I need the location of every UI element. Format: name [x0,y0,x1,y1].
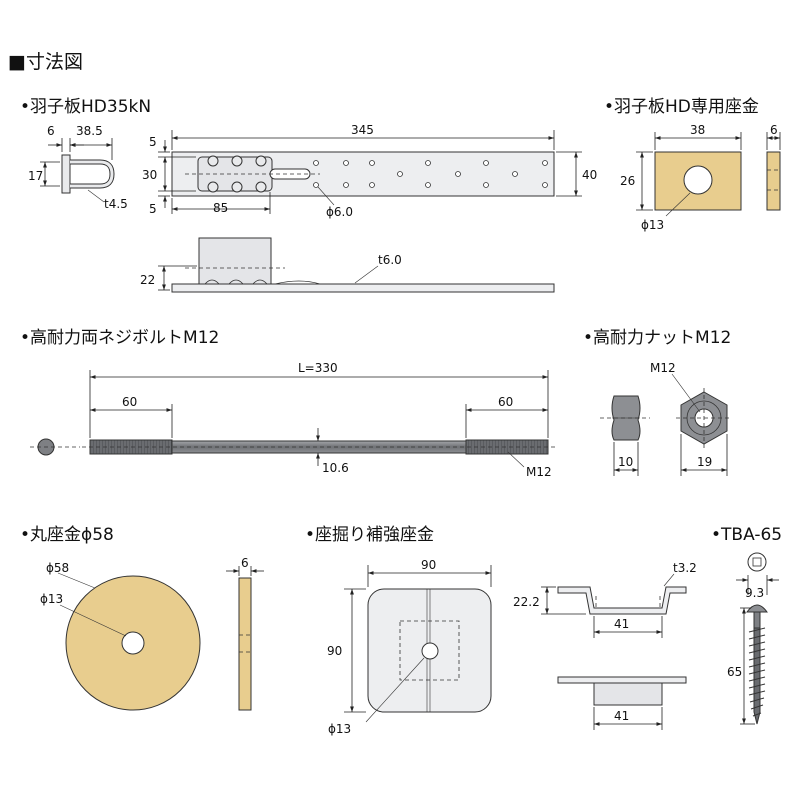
screw-title: •TBA-65 [711,525,782,545]
reinforce-inner-bottom: 41 [614,709,629,723]
round-washer-hole-label: ϕ13 [40,592,63,606]
reinforce-t: t3.2 [673,561,697,575]
screw-len: 65 [727,665,742,679]
washer-hd-section: •羽子板HD専用座金 38 6 26 ϕ13 [604,97,781,232]
hanegoita-top-view: 345 5 30 5 85 ϕ6.0 40 [142,123,597,219]
bolt-thread-right-len: 60 [498,395,513,409]
nut-title: •高耐力ナットM12 [583,328,731,348]
hanegoita-bot-margin: 5 [149,202,157,216]
nut-spec: M12 [650,361,676,375]
reinforce-depth: 22.2 [513,595,540,609]
washer-hd-title: •羽子板HD専用座金 [604,97,759,117]
washer-hd-hole-label: ϕ13 [641,218,664,232]
hanegoita-top-margin: 5 [149,135,157,149]
nut-section: •高耐力ナットM12 10 M12 19 [583,328,732,476]
hanegoita-section: •羽子板HD35kN 6 38.5 17 t4.5 [20,97,597,293]
round-washer-outer: ϕ58 [46,561,69,575]
washer-hd-h: 26 [620,174,635,188]
hanegoita-side-h: 17 [28,169,43,183]
reinforce-title: •座掘り補強座金 [305,525,434,545]
screw-head-top [747,552,767,572]
reinforce-w: 90 [421,558,436,572]
square-drive-icon [752,557,762,567]
screw-head-side [746,604,768,613]
hanegoita-side-t: t4.5 [104,197,128,211]
reinforce-lower-flange [557,676,687,684]
hanegoita-slot-len: 85 [213,201,228,215]
reinforce-hole [421,642,439,660]
round-washer-section: •丸座金ϕ58 ϕ58 ϕ13 6 [20,525,264,711]
hanegoita-side-w: 6 [47,124,55,138]
round-washer-title: •丸座金ϕ58 [20,525,114,545]
reinforce-section-view [557,586,687,615]
round-washer-side [238,577,252,711]
washer-hd-side [766,151,781,211]
hanegoita-thick: t6.0 [378,253,402,267]
hanegoita-title: •羽子板HD35kN [20,97,151,117]
screw-shank [753,611,761,629]
round-washer-t: 6 [241,556,249,570]
page-title: ■寸法図 [8,51,83,73]
bolt-dia: 10.6 [322,461,349,475]
hanegoita-height: 22 [140,273,155,287]
hanegoita-slot-w: 30 [142,168,157,182]
hanegoita-len: 345 [351,123,374,137]
washer-hd-w: 38 [690,123,705,137]
washer-hd-hole [683,165,713,195]
bolt-spec: M12 [526,465,552,479]
screw-thread [753,627,761,725]
round-washer-hole [121,631,145,655]
reinforce-h: 90 [327,644,342,658]
bolt-len: L=330 [298,361,338,375]
nut-h: 10 [618,455,633,469]
bolt-section: •高耐力両ネジボルトM12 L=330 60 60 10.6 M12 [20,328,556,479]
washer-hd-t: 6 [770,123,778,137]
hanegoita-width: 40 [582,168,597,182]
screw-section: •TBA-65 9.3 65 [711,525,782,725]
reinforce-section: •座掘り補強座金 90 90 ϕ13 22.2 t3.2 41 [305,525,697,736]
bolt-thread-right [465,439,549,455]
reinforce-hole-label: ϕ13 [328,722,351,736]
reinforce-lower-recess [593,682,663,706]
reinforce-recess [399,620,460,681]
hanegoita-front-view: 22 t6.0 [140,237,555,293]
nut-w: 19 [697,455,712,469]
bolt-title: •高耐力両ネジボルトM12 [20,328,219,348]
hanegoita-hole: ϕ6.0 [326,205,353,219]
reinforce-inner-top: 41 [614,617,629,631]
screw-head: 9.3 [745,586,764,600]
bolt-thread-left-len: 60 [122,395,137,409]
hanegoita-side-view: 6 38.5 17 t4.5 [28,124,128,211]
hanegoita-side-len: 38.5 [76,124,103,138]
